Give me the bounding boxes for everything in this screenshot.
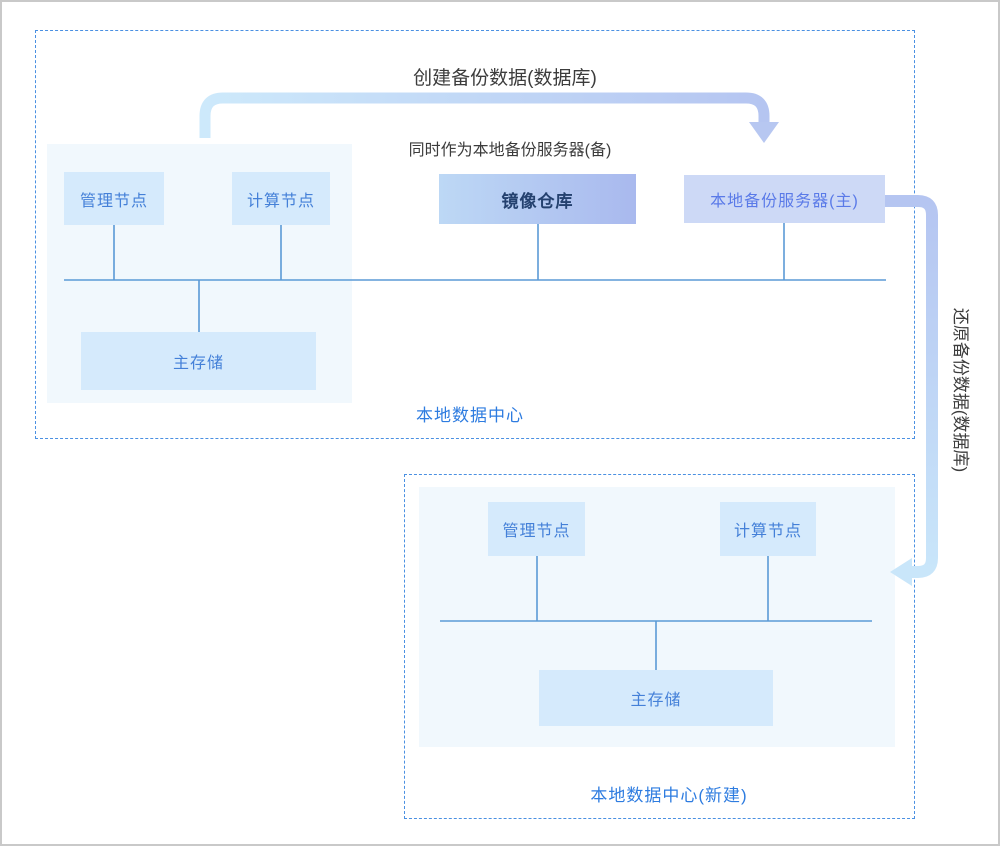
standby-server-note: 同时作为本地备份服务器(备) [408, 142, 612, 159]
dc1-mgmt-node-label: 管理节点 [79, 192, 148, 210]
create-backup-caption: 创建备份数据(数据库) [413, 68, 597, 89]
dc2-primary-storage-box: 主存储 [539, 670, 773, 726]
dc1-mgmt-node-box: 管理节点 [64, 172, 164, 225]
dc2-primary-storage-label: 主存储 [630, 692, 682, 709]
dc1-backup-server-primary-label: 本地备份服务器(主) [710, 193, 859, 210]
dc2-compute-node-label: 计算节点 [733, 523, 802, 540]
dc2-mgmt-node-label: 管理节点 [502, 523, 571, 540]
dc1-image-registry-box: 镜像仓库 [439, 174, 636, 224]
dc1-compute-node-box: 计算节点 [232, 172, 330, 225]
restore-backup-caption: 还原备份数据(数据库) [951, 307, 970, 473]
dc2-dashed-container [404, 474, 915, 819]
dc1-title: 本地数据中心 [416, 406, 524, 425]
dc1-compute-node-label: 计算节点 [246, 192, 315, 210]
dc1-primary-storage-box: 主存储 [81, 332, 316, 390]
dc2-compute-node-box: 计算节点 [720, 502, 816, 556]
dc1-primary-storage-label: 主存储 [172, 355, 224, 372]
dc1-image-registry-label: 镜像仓库 [501, 191, 574, 211]
dc2-title: 本地数据中心(新建) [590, 786, 748, 805]
dc1-backup-server-primary-box: 本地备份服务器(主) [684, 175, 885, 223]
dc2-mgmt-node-box: 管理节点 [488, 502, 585, 556]
